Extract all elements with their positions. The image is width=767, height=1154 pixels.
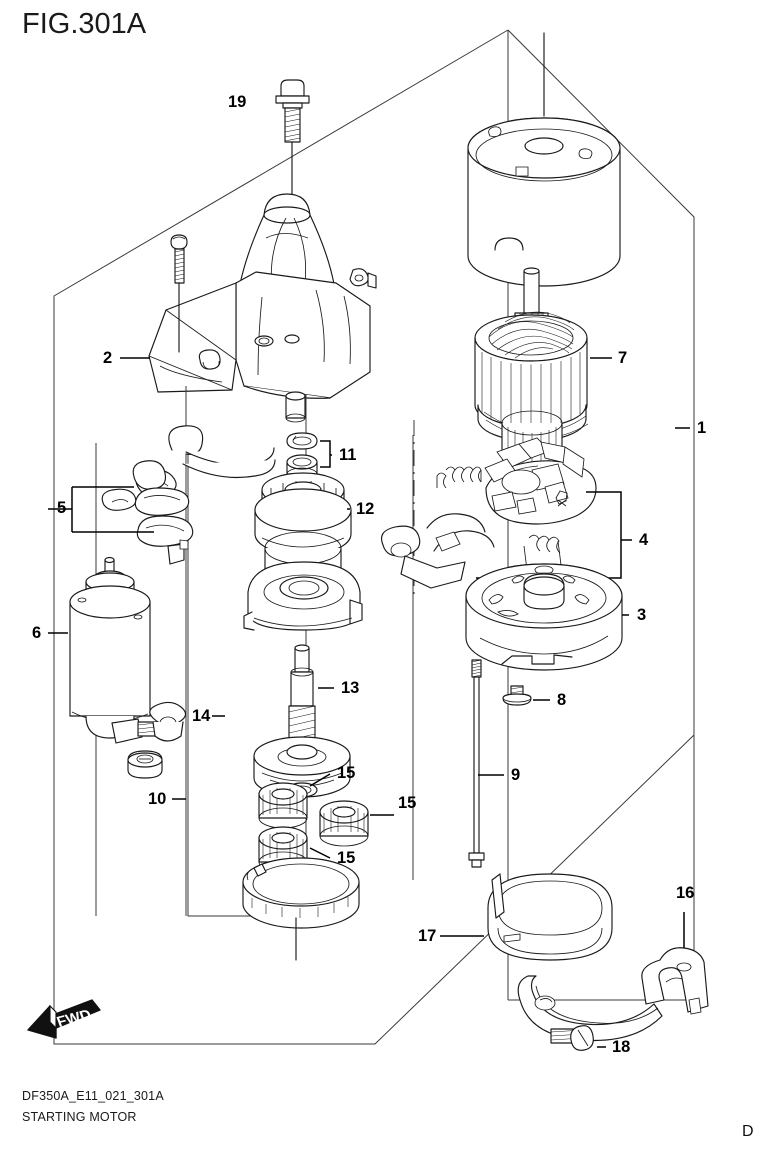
callout-1[interactable]: 1 [697,419,707,437]
part-1-motor-yoke [467,32,621,287]
callout-10[interactable]: 10 [148,790,167,808]
callout-7[interactable]: 7 [618,349,628,367]
page-marker: D [742,1123,754,1140]
part-15-planetary-gears [258,773,394,873]
part-16-mounting-bracket [517,912,709,1042]
callout-2[interactable]: 2 [103,349,113,367]
part-4-brush-holder [380,437,632,589]
part-3-end-bracket [465,563,629,671]
callout-6[interactable]: 6 [32,624,42,642]
callout-15-a[interactable]: 15 [337,764,356,782]
part-2-gear-case [120,193,377,443]
fwd-arrow-icon: FWD [27,999,101,1039]
fwd-label: FWD [55,1006,94,1030]
callout-5[interactable]: 5 [57,499,67,517]
part-6-magnetic-switch [48,556,157,744]
callout-8[interactable]: 8 [557,691,567,709]
callout-18[interactable]: 18 [612,1038,631,1056]
part-17-motor-band [440,873,613,961]
part-8-screw [502,685,550,706]
part-5-terminal-set [48,425,276,565]
callout-11[interactable]: 11 [339,446,357,464]
callout-17[interactable]: 17 [418,927,437,945]
callout-12[interactable]: 12 [356,500,375,518]
part-12-pinion-clutch [243,472,363,631]
callout-15-c[interactable]: 15 [337,849,356,867]
callout-9[interactable]: 9 [511,766,521,784]
callout-13[interactable]: 13 [341,679,360,697]
footer-assembly-name: STARTING MOTOR [22,1110,137,1124]
footer-drawing-code: DF350A_E11_021_301A [22,1089,164,1103]
callout-16[interactable]: 16 [676,884,695,902]
callout-4[interactable]: 4 [639,531,649,549]
part-10-plug-cap [127,701,187,800]
callout-15-b[interactable]: 15 [398,794,417,812]
page-title: FIG.301A [22,8,147,40]
part-7-armature [474,267,612,470]
part-9-through-bolt [468,659,504,868]
callout-19[interactable]: 19 [228,93,247,111]
callout-3[interactable]: 3 [637,606,647,624]
part-13-drive-shaft [253,644,351,798]
callout-14[interactable]: 14 [192,707,211,725]
internal-gear-ring [242,857,360,961]
part-18-band-bolt [550,1025,606,1051]
